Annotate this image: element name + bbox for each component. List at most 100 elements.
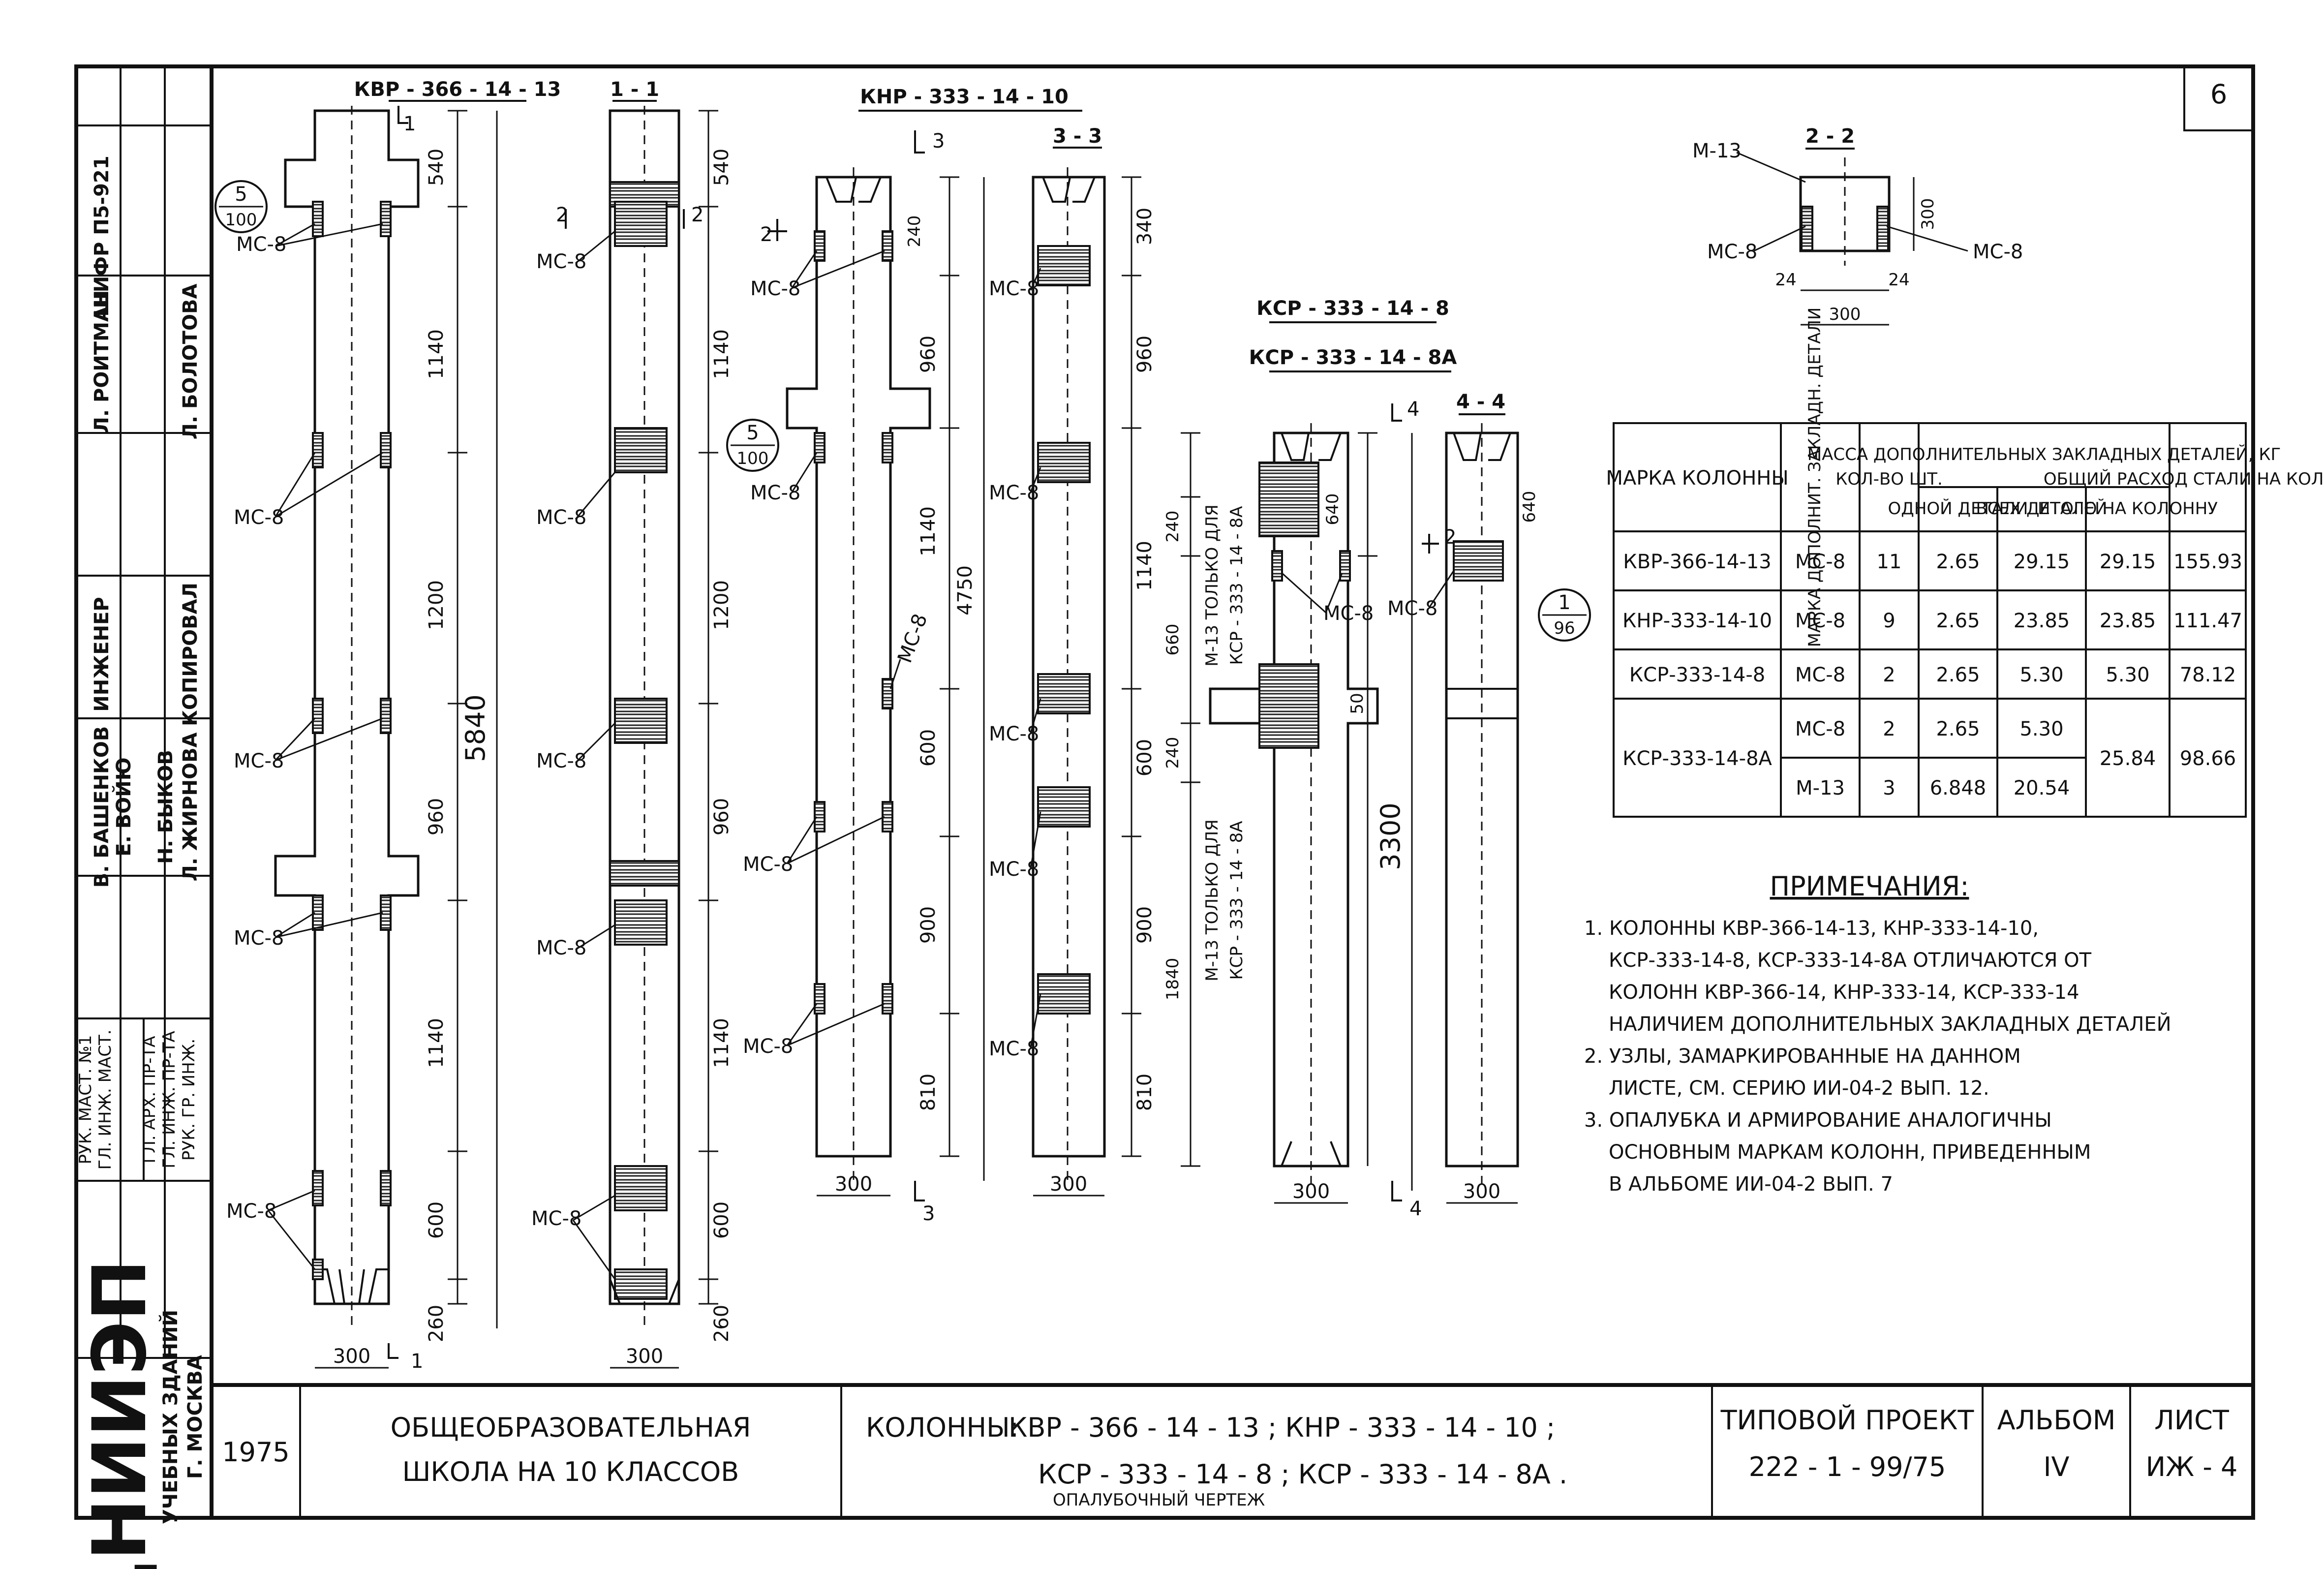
th-total: ИТОГО НА КОЛОННУ [2038, 499, 2218, 519]
knr-cut2: 2 [760, 223, 772, 246]
ksr-mc8: МС-8 [1323, 602, 1374, 625]
sec22-mc8-left: МС-8 [1707, 241, 1757, 263]
kvr-cut-bottom: 1 [411, 1350, 423, 1373]
kvr-dim-total: 5840 [460, 694, 491, 762]
th-mark: МАРКА КОЛОННЫ [1606, 467, 1788, 490]
row2-mark: КСР-333-14-8 [1629, 664, 1765, 686]
sec33-dim-0: 340 [1133, 208, 1156, 245]
stamp-name-left-0: В. БАШЕНКОВ [91, 726, 113, 888]
row2-one: 2.65 [1936, 664, 1980, 686]
side-stamp: ШИФР П5-921 Л. РОИТМАН Л. БОЛОТОВА ИНЖЕН… [76, 155, 207, 1569]
stamp-name-right-1: Л. ЖИРНОВА [179, 732, 202, 881]
kvr-ref-bottom: 100 [225, 210, 257, 230]
kvr-mc8-label-3: МС-8 [234, 927, 284, 950]
kvr-dim-1: 1140 [425, 329, 448, 379]
sec22-m13: М-13 [1692, 140, 1742, 162]
sec44-cut2: 2 [1444, 526, 1456, 549]
stamp-role-0: РУК. МАСТ. №1 [76, 1035, 95, 1165]
row0-total: 29.15 [2100, 551, 2156, 573]
ksr-dim-640: 640 [1323, 493, 1343, 525]
kvr-dim-0: 540 [425, 149, 448, 186]
note-line-7: ОСНОВНЫМ МАРКАМ КОЛОНН, ПРИВЕДЕННЫМ [1609, 1141, 2091, 1164]
ksr-note-top-a: М-13 ТОЛЬКО ДЛЯ [1202, 504, 1222, 667]
ksr-width: 300 [1292, 1180, 1330, 1203]
sec11-mc8-1: МС-8 [536, 506, 586, 529]
knr-240: 240 [905, 215, 924, 247]
ksr-cut4-bottom: 4 [1409, 1198, 1422, 1220]
sec33-mc8-1: МС-8 [989, 482, 1039, 504]
ksr-title-2: КСР - 333 - 14 - 8А [1249, 346, 1457, 369]
title-list-label: ЛИСТ [2154, 1405, 2230, 1436]
section-4-4: 4 - 4 МС-8 2 640 300 1 96 [1387, 391, 1591, 1204]
kvr-cut-top: 1 [403, 113, 416, 135]
title-typical-label: ТИПОВОЙ ПРОЕКТ [1720, 1405, 1975, 1436]
org-logo: ЦНИИЭП [77, 1259, 163, 1569]
row1-qty: 9 [1883, 610, 1895, 632]
row3-steel: 98.66 [2180, 747, 2236, 770]
note-line-3: НАЛИЧИЕМ ДОПОЛНИТЕЛЬНЫХ ЗАКЛАДНЫХ ДЕТАЛЕ… [1609, 1012, 2171, 1036]
sec22-width: 300 [1829, 305, 1861, 324]
stamp-role-2: ГЛ. АРХ. ПР-ТА [140, 1036, 159, 1164]
notes: ПРИМЕЧАНИЯ: 1. КОЛОННЫ КВР-366-14-13, КН… [1584, 871, 2171, 1196]
sec44-width: 300 [1463, 1180, 1500, 1203]
kvr-dim-3: 960 [425, 798, 448, 835]
sec33-dim-1: 960 [1133, 336, 1156, 373]
ksr-note-top-b: КСР - 333 - 14 - 8А [1227, 506, 1247, 665]
column-knr-elevation: КНР - 333 - 14 - 10 МС-8 МС-8 МС-8 МС-8 … [726, 86, 1082, 1225]
knr-mc8-4: МС-8 [743, 1035, 793, 1058]
row3-qty: 2 [1883, 718, 1895, 740]
sec22-24-right: 24 [1888, 270, 1909, 290]
side-stamp-frame [74, 64, 214, 1520]
sec33-mc8-2: МС-8 [989, 723, 1039, 745]
steel-table: МАРКА КОЛОННЫ МАРКА ДОПОЛНИТ. ЗАКЛАДН. Д… [1606, 308, 2324, 818]
note-line-1: КСР-333-14-8, КСР-333-14-8А ОТЛИЧАЮТСЯ О… [1609, 949, 2092, 972]
knr-dim-1: 960 [917, 336, 940, 373]
row0-steel: 155.93 [2173, 551, 2242, 573]
section-2-2: 2 - 2 М-13 МС-8 МС-8 300 24 24 300 [1692, 125, 2023, 326]
row1-mark: КНР-333-14-10 [1622, 610, 1772, 632]
title-album-value: IV [2044, 1451, 2070, 1482]
row0-qty: 11 [1877, 551, 1902, 573]
stamp-name-a: Л. РОИТМАН [91, 290, 113, 433]
stamp-copied: КОПИРОВАЛ [179, 583, 202, 726]
knr-mc8-0: МС-8 [750, 277, 800, 300]
row4-qty: 3 [1883, 777, 1895, 800]
ksr-note-bottom-b: КСР - 333 - 14 - 8А [1227, 821, 1247, 980]
row1-total: 23.85 [2100, 610, 2156, 632]
sec33-dim-5: 810 [1133, 1074, 1156, 1111]
stamp-role-3: ГЛ. ИНЖ. ПР-ТА [159, 1031, 179, 1169]
sec44-title: 4 - 4 [1456, 391, 1505, 413]
kvr-dim-4: 1140 [425, 1018, 448, 1068]
row3-all: 5.30 [2019, 718, 2063, 740]
sheet-number-box [2183, 65, 2254, 131]
title-subject-line2: КСР - 333 - 14 - 8 ; КСР - 333 - 14 - 8А… [1038, 1459, 1567, 1490]
sec11-mc8-4: МС-8 [531, 1207, 581, 1230]
sec33-title: 3 - 3 [1053, 125, 1102, 148]
section-3-3: 3 - 3 МС-8 МС-8 МС-8 МС-8 МС-8 340 960 1… [989, 125, 1156, 1197]
th-one: ОДНОЙ ДЕТАЛИ [1888, 498, 2028, 519]
kvr-dim-2: 1200 [425, 580, 448, 630]
row4-all: 20.54 [2014, 777, 2070, 800]
sec11-dim-2: 1200 [710, 580, 733, 630]
ksr-dim-total: 3300 [1375, 802, 1406, 870]
sec11-dim-3: 960 [710, 798, 733, 835]
ksr-cut4-top: 4 [1407, 398, 1419, 421]
note-line-8: В АЛЬБОМЕ ИИ-04-2 ВЫП. 7 [1609, 1173, 1893, 1196]
knr-ref-top: 5 [746, 422, 759, 444]
sec22-title: 2 - 2 [1805, 125, 1855, 148]
row4-detail: М-13 [1796, 777, 1845, 800]
ksr-dim-50: 50 [1347, 693, 1367, 714]
ksr-note-bottom-a: М-13 ТОЛЬКО ДЛЯ [1202, 819, 1222, 982]
row1-one: 2.65 [1936, 610, 1980, 632]
knr-mc8-1: МС-8 [750, 482, 800, 504]
column-ksr-elevation: КСР - 333 - 14 - 8 КСР - 333 - 14 - 8А М… [1163, 297, 1457, 1220]
sec33-dim-4: 900 [1133, 906, 1156, 944]
title-subject-prefix: КОЛОННЫ: [866, 1412, 1019, 1443]
row3-detail: МС-8 [1795, 718, 1845, 740]
note-line-0: 1. КОЛОННЫ КВР-366-14-13, КНР-333-14-10, [1584, 917, 2039, 940]
sec11-dim-0: 540 [710, 149, 733, 186]
sec33-dim-2: 1140 [1133, 541, 1156, 591]
th-add-mark: МАРКА ДОПОЛНИТ. ЗАКЛАДН. ДЕТАЛИ [1805, 308, 1825, 647]
sec44-dim-640: 640 [1520, 491, 1539, 523]
knr-mc8-3: МС-8 [743, 853, 793, 876]
